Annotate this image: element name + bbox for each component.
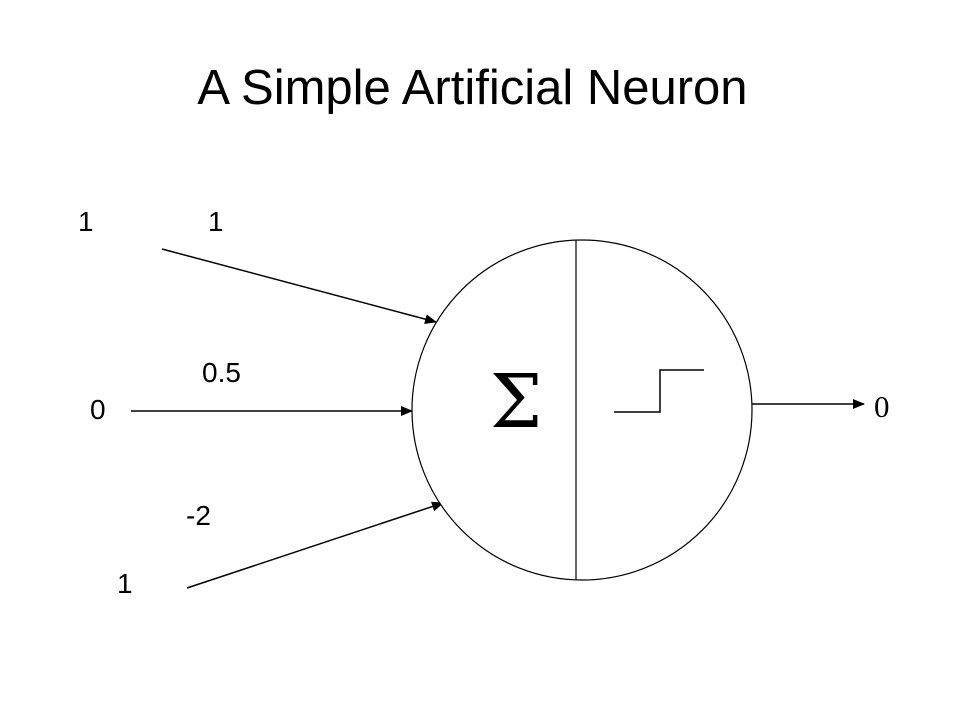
page-title: A Simple Artificial Neuron bbox=[197, 61, 748, 115]
output-value: 0 bbox=[874, 389, 890, 424]
weight-2: 0.5 bbox=[202, 357, 241, 388]
weight-3: -2 bbox=[186, 500, 211, 531]
input-value-1: 1 bbox=[78, 206, 94, 237]
weight-1: 1 bbox=[208, 206, 224, 237]
input-arrow-3 bbox=[186, 501, 444, 589]
input-value-3: 1 bbox=[117, 568, 133, 599]
input-arrow-1 bbox=[161, 248, 437, 324]
neuron-circle bbox=[411, 239, 753, 581]
step-function-icon bbox=[614, 369, 704, 413]
input-value-2: 0 bbox=[90, 394, 106, 425]
sum-symbol: Σ bbox=[490, 359, 543, 445]
